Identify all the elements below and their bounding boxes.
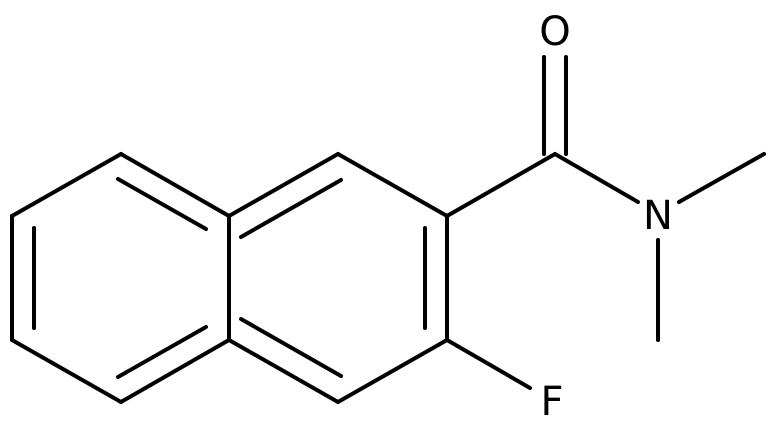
bond-c3-c4-inner: [116, 325, 208, 379]
nitrogen-label: N: [643, 193, 673, 239]
bond-c9-c10: [336, 338, 449, 404]
bond-c1-c2-inner: [116, 177, 208, 231]
bond-c3-c4: [119, 338, 231, 404]
ring-a-bonds: [10, 152, 231, 404]
bond-ring-fluorine: [445, 338, 532, 390]
bond-nitrogen-methyl-1: [677, 152, 766, 204]
bond-c2-c7: [227, 152, 340, 218]
bond-c4-c5: [10, 338, 123, 404]
fluorine-label: F: [540, 379, 563, 425]
bond-c10-c3-inner: [239, 317, 343, 378]
oxygen-label: O: [539, 9, 570, 55]
bond-c1-c2: [119, 152, 231, 218]
bond-c7-c8: [336, 152, 449, 218]
bond-c2-c7-inner: [239, 178, 343, 239]
ring-b-bonds: [227, 152, 449, 404]
substituent-bonds: [445, 55, 766, 390]
bond-c10-c3: [227, 338, 340, 404]
bond-ring-carbonyl: [445, 152, 557, 218]
bond-carbonyl-nitrogen: [553, 152, 640, 204]
bond-c6-c1: [10, 152, 123, 218]
